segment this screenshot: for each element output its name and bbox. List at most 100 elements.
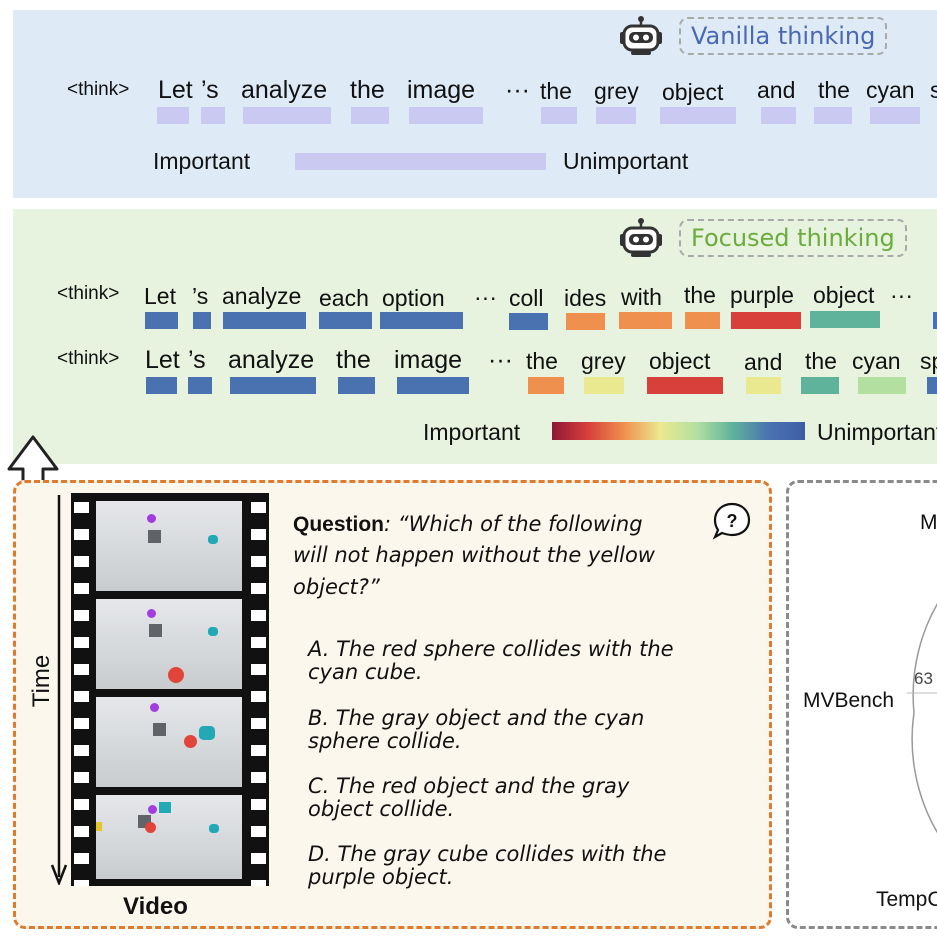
attention-bar: [731, 312, 801, 329]
token: each: [319, 285, 369, 311]
token: with: [621, 284, 662, 310]
token: and: [757, 77, 796, 103]
token: analyze: [222, 283, 302, 309]
option-a[interactable]: A. The red sphere collides with the cyan…: [308, 638, 748, 684]
attention-bar: [566, 313, 605, 330]
token: the: [805, 348, 837, 374]
token: the: [540, 78, 572, 104]
token: option: [382, 285, 445, 311]
gray-cube: [149, 624, 162, 637]
purple-sphere: [148, 805, 157, 814]
purple-sphere: [150, 703, 159, 712]
token: cyan: [852, 348, 901, 374]
cyan-object: [208, 535, 218, 544]
token: ides: [564, 285, 607, 311]
vanilla-thinking-panel: Vanilla thinking <think> Let ’s analyze …: [13, 10, 937, 198]
video-caption: Video: [123, 893, 188, 920]
attention-bar: [188, 377, 212, 394]
attention-bar: [230, 377, 316, 394]
cyan-object: [209, 824, 219, 833]
attention-bar: [858, 377, 906, 394]
token: object: [662, 79, 724, 105]
radar-chart-box: M MVBench 63 TempC: [786, 480, 937, 929]
attention-bar: [243, 107, 331, 124]
gray-cube: [148, 530, 161, 543]
think-tag: <think>: [67, 79, 130, 100]
ellipsis: ···: [505, 76, 530, 104]
think-tag: <think>: [57, 283, 120, 304]
attention-bar: [761, 107, 796, 124]
purple-sphere: [147, 609, 156, 618]
token: sp: [920, 348, 937, 374]
attention-bar: [397, 377, 469, 394]
attention-bar: [660, 107, 736, 124]
question-line-1: Question: “Which of the following: [293, 512, 643, 537]
attention-bar: [927, 377, 937, 394]
radar-tick-value: 63: [914, 669, 933, 688]
option-b[interactable]: B. The gray object and the cyan sphere c…: [308, 707, 748, 753]
attention-bar: [193, 312, 211, 329]
attention-bar: [933, 312, 937, 329]
attention-bar: [619, 312, 672, 329]
option-b-line1: B. The gray object and the cyan: [308, 706, 645, 730]
token: the: [350, 76, 385, 104]
question-label: Question: [293, 513, 385, 536]
time-arrow-icon: [50, 495, 68, 885]
token: the: [336, 346, 371, 374]
robot-icon: [620, 218, 662, 257]
question-line-3: object?”: [293, 575, 380, 599]
question-bubble-icon: ?: [712, 502, 751, 540]
attention-bar: [541, 107, 577, 124]
token: cyan: [866, 77, 915, 103]
attention-bar: [647, 377, 723, 394]
vanilla-thinking-badge: Vanilla thinking: [679, 17, 888, 55]
attention-bar: [685, 312, 720, 329]
ellipsis: ···: [890, 282, 913, 308]
token: grey: [581, 348, 626, 374]
token: grey: [594, 78, 639, 104]
option-c-line2: object collide.: [308, 797, 455, 821]
option-d[interactable]: D. The gray cube collides with the purpl…: [308, 843, 748, 889]
focused-thinking-panel: Focused thinking <think> Let ’s analyze …: [13, 209, 937, 464]
attention-bar: [157, 107, 189, 124]
radar-chart-outline: [907, 602, 937, 834]
video-frame-4: [96, 795, 242, 879]
attention-bar: [596, 107, 636, 124]
cyan-object: [208, 627, 218, 636]
attention-bar: [319, 312, 372, 329]
token: image: [407, 76, 476, 104]
attention-bar: [409, 107, 483, 124]
attention-bar: [380, 312, 463, 329]
attention-bar: [814, 107, 852, 124]
token: ’s: [192, 283, 209, 309]
radar-axis-label-top: M: [920, 511, 937, 534]
importance-gradient-bar: [552, 422, 805, 440]
attention-bar: [810, 311, 880, 328]
option-c[interactable]: C. The red object and the gray object co…: [308, 775, 748, 821]
time-label: Time: [28, 654, 56, 708]
question-text: : “Which of the following: [384, 512, 643, 536]
attention-bar: [509, 313, 548, 330]
film-strip: [71, 493, 269, 886]
token: analyze: [228, 346, 315, 374]
legend-important: Important: [423, 419, 521, 445]
robot-icon: [620, 16, 662, 55]
focused-thinking-badge: Focused thinking: [679, 219, 907, 257]
attention-bar: [201, 107, 225, 124]
option-b-line2: sphere collide.: [308, 729, 462, 753]
ellipsis: ···: [488, 346, 513, 374]
uniform-legend-bar: [295, 153, 546, 170]
question-line-2: will not happen without the yellow: [293, 543, 655, 567]
cyan-object: [199, 726, 215, 740]
token: image: [394, 346, 463, 374]
ellipsis: ···: [474, 284, 497, 310]
token: analyze: [241, 76, 328, 104]
yellow-object: [96, 822, 102, 831]
option-d-line2: purple object.: [308, 865, 454, 889]
token: ’s: [188, 346, 206, 374]
red-sphere: [184, 735, 197, 748]
purple-sphere: [147, 514, 156, 523]
token: the: [684, 282, 716, 308]
attention-bar: [338, 377, 375, 394]
red-sphere: [168, 667, 184, 683]
